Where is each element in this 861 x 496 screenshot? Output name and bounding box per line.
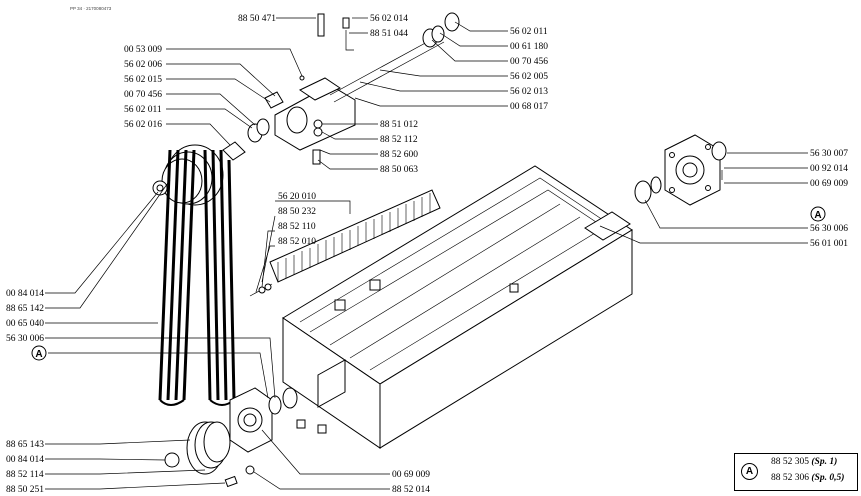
callout-56-02-011-left: 56 02 011 bbox=[124, 105, 162, 115]
callout-88-51-012: 88 51 012 bbox=[380, 120, 418, 130]
v-belts bbox=[158, 149, 236, 406]
legend-marker-a: A bbox=[741, 463, 758, 480]
callout-56-02-006: 56 02 006 bbox=[124, 60, 162, 70]
callout-88-65-142: 88 65 142 bbox=[6, 304, 44, 314]
callout-56-02-014: 56 02 014 bbox=[370, 14, 408, 24]
callout-00-69-009-lower: 00 69 009 bbox=[392, 470, 430, 480]
callout-56-02-016: 56 02 016 bbox=[124, 120, 162, 130]
callout-00-84-014-lower: 00 84 014 bbox=[6, 455, 44, 465]
legend-row-2: 88 52 306 (Sp. 0,5) bbox=[771, 473, 844, 483]
shaft-assembly bbox=[222, 12, 460, 165]
callout-00-65-040: 00 65 040 bbox=[6, 319, 44, 329]
callout-56-02-015: 56 02 015 bbox=[124, 75, 162, 85]
callout-88-52-110: 88 52 110 bbox=[278, 222, 316, 232]
callout-88-50-471: 88 50 471 bbox=[238, 14, 276, 24]
callout-labels: 88 50 471 56 02 014 88 51 044 56 02 011 … bbox=[6, 14, 848, 495]
main-frame bbox=[282, 165, 633, 449]
callout-88-50-232: 88 50 232 bbox=[278, 207, 316, 217]
legend-row-1-code: 88 52 305 bbox=[771, 457, 809, 467]
callout-88-65-143: 88 65 143 bbox=[6, 440, 44, 450]
legend-row-1-note: (Sp. 1) bbox=[811, 457, 838, 467]
callout-88-52-112: 88 52 112 bbox=[380, 135, 418, 145]
callout-00-53-009: 00 53 009 bbox=[124, 45, 162, 55]
callout-00-61-180: 00 61 180 bbox=[510, 42, 548, 52]
callout-56-02-013: 56 02 013 bbox=[510, 87, 548, 97]
svg-text:A: A bbox=[814, 210, 821, 221]
leader-lines bbox=[45, 17, 808, 490]
reference-marker-a-left: A bbox=[31, 345, 47, 361]
callout-88-52-600: 88 52 600 bbox=[380, 150, 418, 160]
lower-pulley bbox=[164, 387, 298, 488]
callout-88-52-010: 88 52 010 bbox=[278, 237, 316, 247]
callout-88-51-044: 88 51 044 bbox=[370, 29, 408, 39]
right-bearing-flange bbox=[634, 134, 727, 206]
callout-56-20-010: 56 20 010 bbox=[278, 192, 316, 202]
svg-text:A: A bbox=[35, 349, 42, 360]
legend-row-2-note: (Sp. 0,5) bbox=[811, 473, 845, 483]
callout-00-92-014: 00 92 014 bbox=[810, 164, 848, 174]
callout-88-50-063: 88 50 063 bbox=[380, 165, 418, 175]
callout-56-30-006-right: 56 30 006 bbox=[810, 224, 848, 234]
callout-00-84-014-upper: 00 84 014 bbox=[6, 289, 44, 299]
callout-00-70-456-left: 00 70 456 bbox=[124, 90, 162, 100]
shim-legend-box: A 88 52 305 (Sp. 1) 88 52 306 (Sp. 0,5) bbox=[734, 453, 858, 491]
callout-56-01-001: 56 01 001 bbox=[810, 239, 848, 249]
legend-row-2-code: 88 52 306 bbox=[771, 473, 809, 483]
callout-88-52-114: 88 52 114 bbox=[6, 470, 44, 480]
callout-56-02-005: 56 02 005 bbox=[510, 72, 548, 82]
callout-00-68-017: 00 68 017 bbox=[510, 102, 548, 112]
callout-00-69-009-right: 00 69 009 bbox=[810, 179, 848, 189]
callout-56-02-011-top: 56 02 011 bbox=[510, 27, 548, 37]
callout-56-30-007: 56 30 007 bbox=[810, 149, 848, 159]
reference-marker-a-right: A bbox=[810, 206, 826, 222]
callout-56-30-006-left: 56 30 006 bbox=[6, 334, 44, 344]
comb-bar bbox=[249, 189, 441, 297]
callout-00-70-456-right: 00 70 456 bbox=[510, 57, 548, 67]
callout-88-50-251: 88 50 251 bbox=[6, 485, 44, 495]
legend-row-1: 88 52 305 (Sp. 1) bbox=[771, 457, 837, 467]
document-code: PP 34 · 2170080473 bbox=[70, 6, 112, 11]
callout-88-52-014: 88 52 014 bbox=[392, 485, 430, 495]
